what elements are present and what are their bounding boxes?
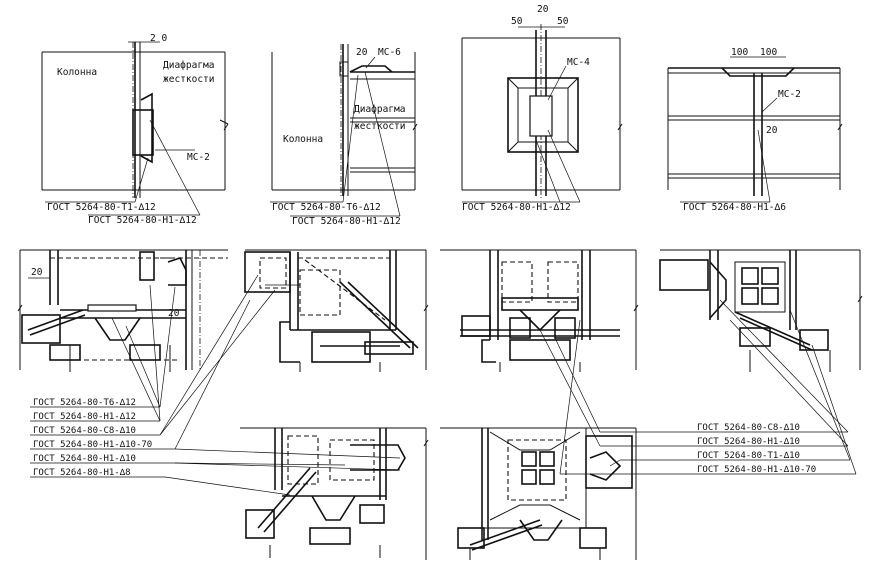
label-gost-t1-12: ГОСТ 5264-80-Т1-∆12 [47, 202, 156, 213]
right-callouts: ГОСТ 5264-80-С8-∆10 ГОСТ 5264-80-Н1-∆10 … [539, 299, 857, 475]
detail-7 [440, 249, 637, 372]
label-gost-h1-6: ГОСТ 5264-80-Н1-∆6 [683, 202, 786, 213]
detail-8 [659, 249, 861, 372]
callout-gost-h1-10: ГОСТ 5264-80-Н1-∆10 [33, 454, 136, 464]
detail-4: 100 100 МС-2 20 ГОСТ 5264-80-Н1-∆6 [667, 47, 841, 213]
detail-10 [440, 427, 637, 560]
callout-gost-c8-10-r: ГОСТ 5264-80-С8-∆10 [697, 423, 800, 433]
label-mc4: МС-4 [567, 57, 590, 68]
label-gost-h1-12-b: ГОСТ 5264-80-Н1-∆12 [292, 216, 401, 227]
detail-9 [240, 427, 427, 560]
detail-2: 20 МС-6 Колонна Диафрагма жесткости ГОСТ… [270, 44, 416, 227]
detail-1: 2 0 Колонна Диафрагма жесткости МС-2 ГОС… [41, 33, 229, 226]
label-gost-h1-12-c: ГОСТ 5264-80-Н1-∆12 [462, 202, 571, 213]
dim-20-e: 20 [31, 267, 43, 278]
dim-20-a: 2 0 [150, 33, 167, 44]
label-gost-t6-12-a: ГОСТ 5264-80-Т6-∆12 [272, 202, 381, 213]
callout-gost-t1-10-r: ГОСТ 5264-80-Т1-∆10 [697, 451, 800, 461]
label-diafragma-1: Диафрагма [163, 60, 214, 71]
callout-gost-h1-10-70-r: ГОСТ 5264-80-Н1-∆10-70 [697, 465, 816, 475]
left-callouts: ГОСТ 5264-80-Т6-∆12 ГОСТ 5264-80-Н1-∆12 … [30, 274, 401, 496]
label-kolonna-2: Колонна [283, 134, 323, 145]
label-mc2-1: МС-2 [187, 152, 210, 163]
detail-5: 20 20 [19, 249, 228, 372]
dim-20-c: 20 [537, 4, 549, 15]
dim-20-b: 20 [356, 47, 368, 58]
dim-50-b: 50 [557, 16, 569, 27]
label-mc2-4: МС-2 [778, 89, 801, 100]
label-mc6: МС-6 [378, 47, 401, 58]
label-gost-h1-12-a: ГОСТ 5264-80-Н1-∆12 [88, 215, 197, 226]
break-marks [17, 123, 863, 447]
dim-20-f: 20 [168, 308, 180, 319]
callout-gost-h1-10-r: ГОСТ 5264-80-Н1-∆10 [697, 437, 800, 447]
label-kolonna-1: Колонна [57, 67, 97, 78]
detail-6 [244, 249, 427, 372]
callout-gost-h1-12: ГОСТ 5264-80-Н1-∆12 [33, 412, 136, 422]
callout-gost-c8-10: ГОСТ 5264-80-С8-∆10 [33, 426, 136, 436]
callout-gost-t6-12: ГОСТ 5264-80-Т6-∆12 [33, 398, 136, 408]
callout-gost-h1-8: ГОСТ 5264-80-Н1-∆8 [33, 468, 131, 478]
label-zhestkosti-2: жесткости [354, 121, 405, 132]
detail-3: 20 50 50 МС-4 ГОСТ 5264-80-Н1-∆12 [461, 4, 621, 213]
dim-20-d: 20 [766, 125, 778, 136]
dim-50-a: 50 [511, 16, 523, 27]
dim-100-b: 100 [760, 47, 777, 58]
callout-gost-h1-10-70: ГОСТ 5264-80-Н1-∆10-70 [33, 440, 152, 450]
label-diafragma-2: Диафрагма [354, 104, 405, 115]
label-zhestkosti-1: жесткости [163, 74, 214, 85]
dim-100-a: 100 [731, 47, 748, 58]
